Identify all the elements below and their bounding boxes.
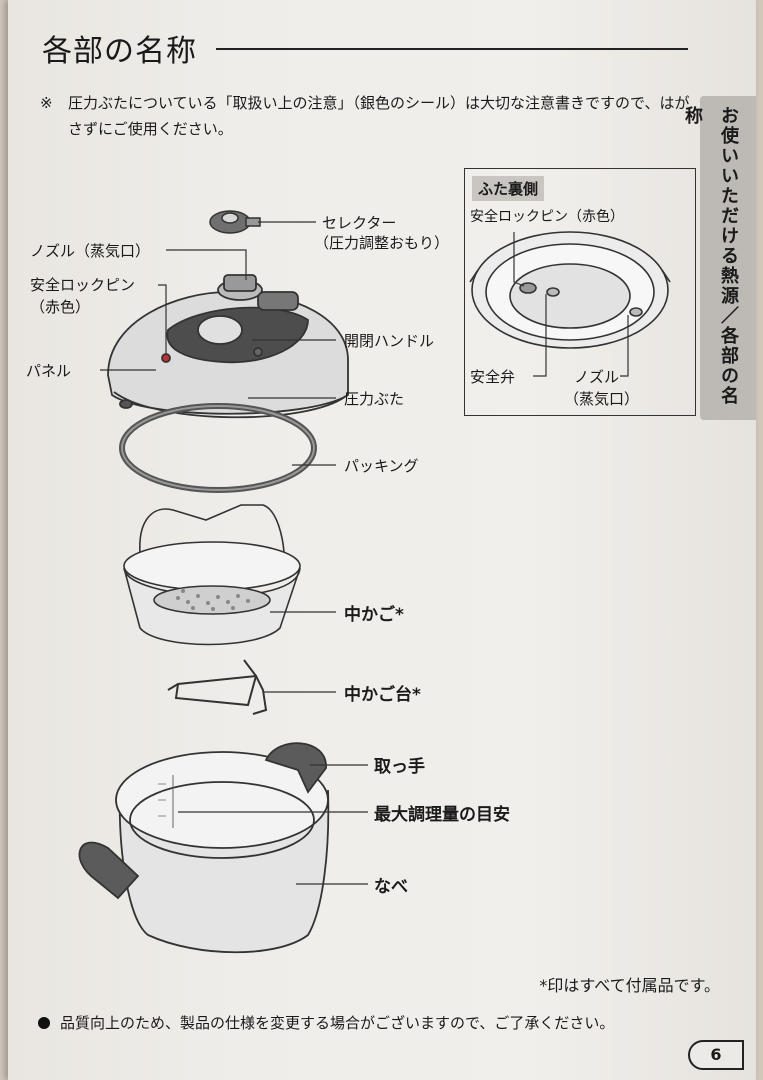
selector-illustration bbox=[209, 210, 261, 234]
lid-underside-box bbox=[464, 168, 696, 416]
label-grip: 取っ手 bbox=[374, 757, 425, 777]
pressure-lid-illustration bbox=[107, 274, 349, 419]
bullet-icon bbox=[38, 1017, 50, 1029]
accessory-footnote: *印はすべて付属品です。 bbox=[539, 976, 720, 995]
inset-label-lock-pin: 安全ロックピン（赤色） bbox=[470, 209, 624, 225]
spec-change-text: 品質向上のため、製品の仕様を変更する場合がございますので、ご了承ください。 bbox=[60, 1014, 615, 1032]
label-basket-stand: 中かご台* bbox=[344, 685, 421, 705]
side-tab: お使いいただける熱源／各部の名称 bbox=[682, 96, 756, 420]
page-title: 各部の名称 bbox=[42, 34, 197, 69]
title-rule bbox=[216, 48, 688, 50]
label-max-mark: 最大調理量の目安 bbox=[374, 805, 510, 825]
pot-illustration bbox=[78, 742, 330, 954]
inset-label-safety-valve: 安全弁 bbox=[470, 368, 516, 386]
label-panel: パネル bbox=[26, 362, 72, 380]
packing-illustration bbox=[119, 403, 317, 493]
label-handle: 開閉ハンドル bbox=[344, 332, 435, 350]
inset-label-nozzle-sub: （蒸気口） bbox=[564, 390, 640, 408]
label-nozzle: ノズル（蒸気口） bbox=[30, 242, 151, 260]
inner-basket-illustration bbox=[123, 504, 301, 646]
inset-title: ふた裏側 bbox=[472, 176, 545, 201]
label-lock-pin-color: （赤色） bbox=[30, 298, 91, 316]
label-pot: なべ bbox=[374, 877, 408, 897]
lid-underside-illustration bbox=[469, 231, 671, 349]
label-pressure-lid: 圧力ぶた bbox=[344, 390, 405, 408]
inset-label-nozzle: ノズル bbox=[574, 368, 620, 386]
page-number: 6 bbox=[688, 1040, 744, 1070]
leader-lines bbox=[100, 221, 629, 885]
side-tab-label: お使いいただける熱源／各部の名称 bbox=[682, 106, 739, 406]
label-packing: パッキング bbox=[344, 457, 419, 475]
basket-stand-illustration bbox=[167, 659, 268, 715]
caution-note: ※ 圧力ぶたについている「取扱い上の注意」（銀色のシール）は大切な注意書きですの… bbox=[40, 90, 690, 142]
parts-diagram bbox=[78, 210, 671, 954]
label-selector-sub: （圧力調整おもり） bbox=[314, 234, 450, 252]
label-inner-basket: 中かご* bbox=[344, 605, 404, 625]
manual-page: 各部の名称 ※ 圧力ぶたについている「取扱い上の注意」（銀色のシール）は大切な注… bbox=[8, 0, 756, 1080]
note-text: 圧力ぶたについている「取扱い上の注意」（銀色のシール）は大切な注意書きですので、… bbox=[68, 94, 690, 138]
label-lock-pin: 安全ロックピン bbox=[30, 276, 136, 294]
label-selector: セレクター bbox=[322, 214, 397, 232]
spec-change-note: 品質向上のため、製品の仕様を変更する場合がございますので、ご了承ください。 bbox=[38, 1012, 614, 1033]
note-mark: ※ bbox=[40, 94, 53, 112]
